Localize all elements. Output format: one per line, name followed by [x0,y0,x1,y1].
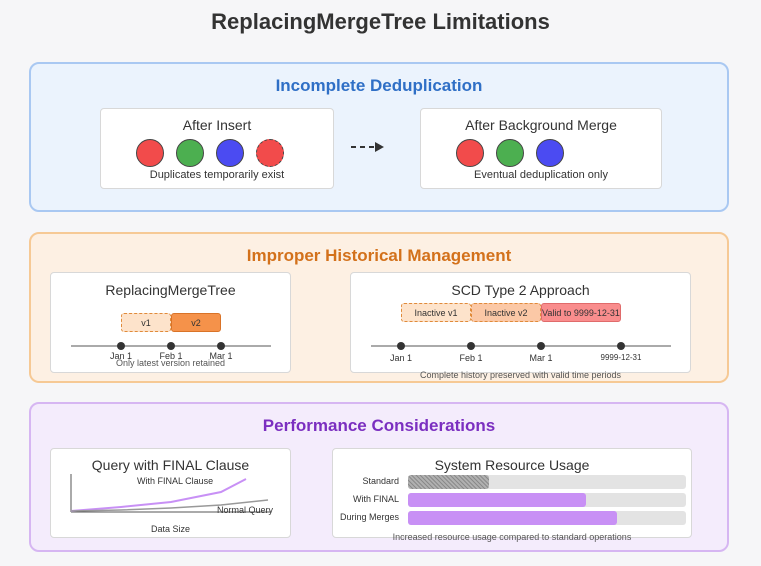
after-merge-box: After Background Merge Eventual deduplic… [420,108,662,189]
history-title: Improper Historical Management [246,246,512,265]
record-circle-red [456,139,484,167]
rmt-tick-jan: Jan 1 [109,351,133,361]
page-title: ReplacingMergeTree Limitations [211,9,550,34]
normal-query-label: Normal Query [217,505,274,515]
after-merge-title: After Background Merge [465,117,617,133]
history-section: Improper Historical Management Replacing… [29,232,729,383]
rmt-title: ReplacingMergeTree [105,282,236,298]
query-box: Query with FINAL Clause With FINAL Claus… [50,448,291,538]
version-v2-block: v2 [171,313,221,332]
resource-bar-label: With FINAL [352,494,399,504]
scd-tick-end: 9999-12-31 [600,353,642,362]
resource-bar-label: Standard [362,476,399,486]
rmt-tick-feb: Feb 1 [159,351,183,361]
record-circle-blue [216,139,244,167]
resource-bar-fill [408,511,617,525]
duplicate-circle-red [256,139,284,167]
rmt-caption: Only latest version retained [115,358,226,368]
dedup-section: Incomplete Deduplication After Insert Du… [29,62,729,212]
performance-section: Performance Considerations Query with FI… [29,402,729,552]
record-circle-blue [536,139,564,167]
after-insert-box: After Insert Duplicates temporarily exis… [100,108,334,189]
resource-title: System Resource Usage [434,457,590,473]
scd-tick-mar: Mar 1 [529,353,553,363]
after-insert-caption: Duplicates temporarily exist [149,169,285,181]
arrow-right-icon [351,142,384,152]
final-clause-label: With FINAL Clause [137,476,214,486]
record-circle-green [176,139,204,167]
dedup-title: Incomplete Deduplication [275,76,483,95]
query-performance-chart [70,474,271,513]
rmt-box: ReplacingMergeTree v1 v2 Jan 1 Feb 1 Mar… [50,272,291,373]
rmt-timeline [71,342,271,350]
resource-bar-label: During Merges [339,512,399,522]
rmt-tick-mar: Mar 1 [209,351,233,361]
record-circle-red [136,139,164,167]
data-size-label: Data Size [150,524,191,534]
scd-tick-feb: Feb 1 [459,353,483,363]
valid-version-block: Valid to 9999-12-31 [541,303,621,322]
inactive-v2-block: Inactive v2 [471,303,541,322]
scd-box: SCD Type 2 Approach Inactive v1 Inactive… [350,272,691,373]
query-title: Query with FINAL Clause [91,457,250,473]
scd-timeline [371,342,671,350]
inactive-v1-block: Inactive v1 [401,303,471,322]
scd-tick-jan: Jan 1 [389,353,413,363]
record-circle-green [496,139,524,167]
scd-caption: Complete history preserved with valid ti… [419,370,622,380]
after-insert-title: After Insert [182,117,252,133]
performance-title: Performance Considerations [262,416,496,435]
after-merge-caption: Eventual deduplication only [474,169,608,181]
scd-title: SCD Type 2 Approach [451,282,590,298]
resource-bar-fill [408,493,586,507]
resource-bar-fill [408,475,489,489]
version-v1-block: v1 [121,313,171,332]
resource-caption: Increased resource usage compared to sta… [392,532,632,542]
